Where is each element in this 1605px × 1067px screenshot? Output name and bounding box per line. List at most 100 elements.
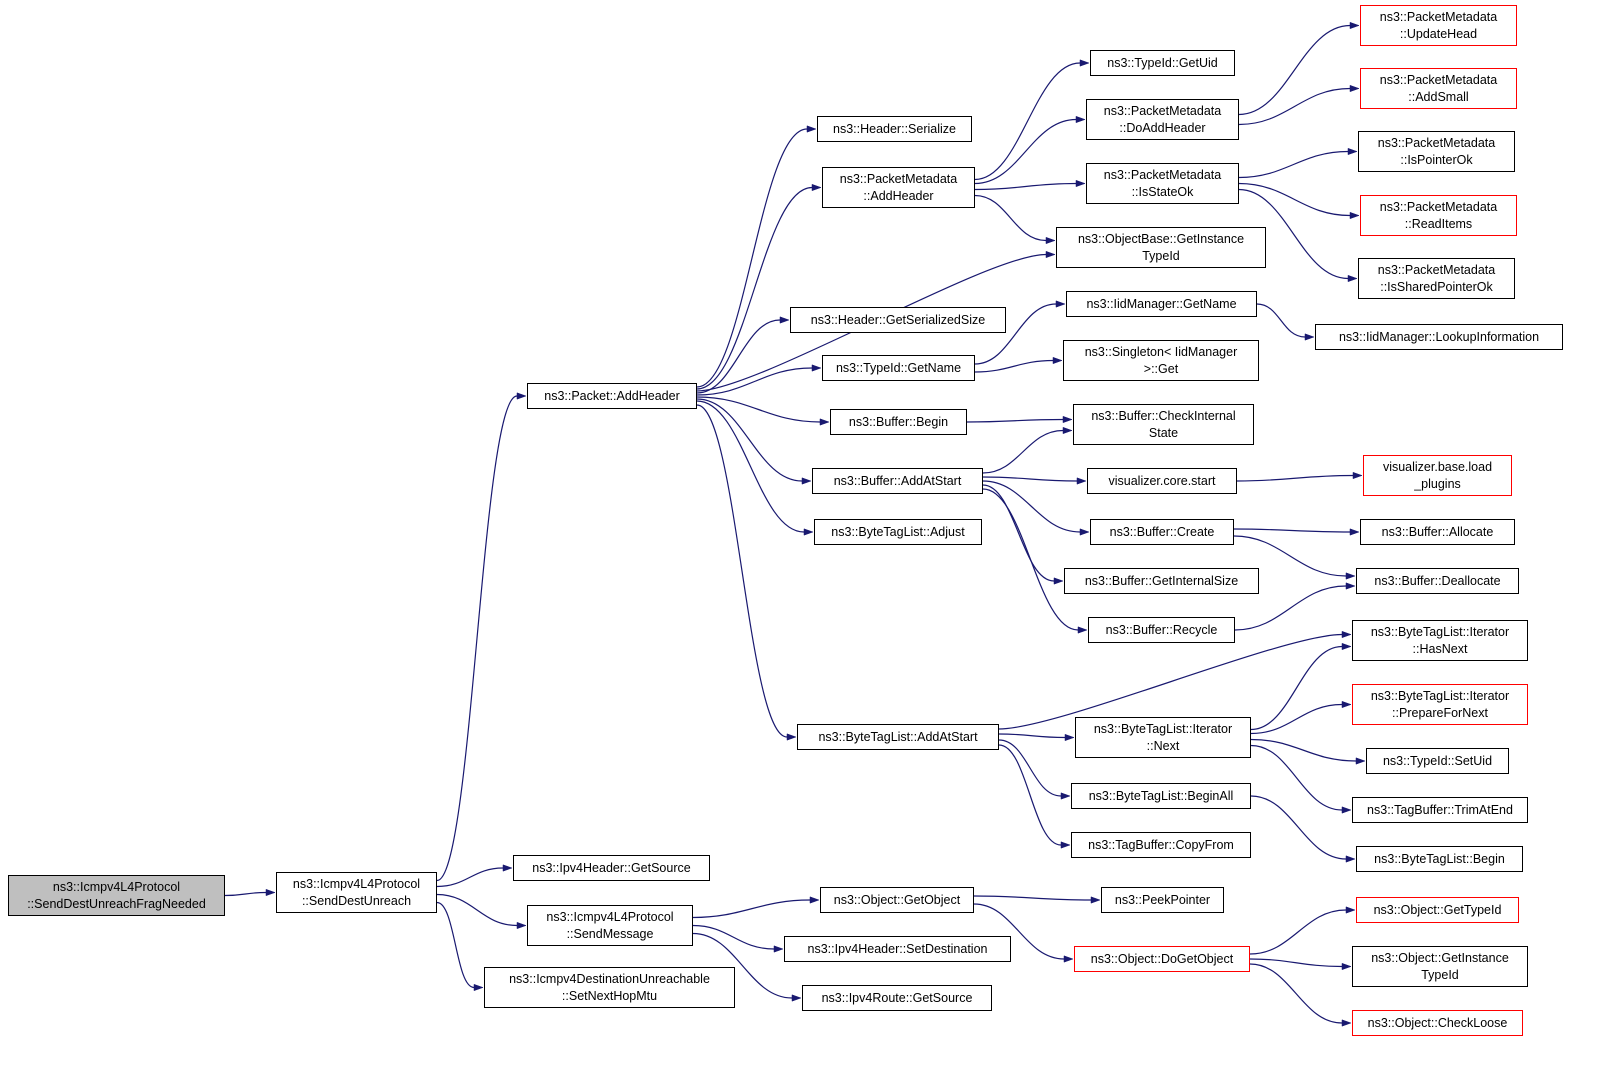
arrowhead-icon [1064,733,1075,742]
graph-node-buffer-create[interactable]: ns3::Buffer::Create [1090,519,1234,545]
arrowhead-icon [1349,84,1360,93]
graph-node-bytetag-begin[interactable]: ns3::ByteTagList::Begin [1356,846,1523,872]
graph-node-ipv4route-get-source[interactable]: ns3::Ipv4Route::GetSource [802,985,992,1011]
edge-buffer-create--buffer-deallocate [1233,535,1347,577]
graph-node-object-do-get-object[interactable]: ns3::Object::DoGetObject [1074,946,1250,972]
graph-node-label: ns3::Buffer::GetInternalSize [1084,573,1239,588]
arrowhead-icon [786,733,797,741]
graph-node-viz-load-plugins[interactable]: visualizer.base.load _plugins [1363,455,1512,496]
graph-node-header-get-serialized-size[interactable]: ns3::Header::GetSerializedSize [790,307,1006,333]
graph-node-object-get-instance-typeid[interactable]: ns3::Object::GetInstance TypeId [1352,946,1528,987]
graph-node-label: ns3::Header::Serialize [833,121,956,136]
edge-bytetag-add-at-start--tagbuffer-copy-from [998,744,1062,846]
graph-node-set-next-hop-mtu[interactable]: ns3::Icmpv4DestinationUnreachable ::SetN… [484,967,735,1008]
edge-pm-add-header--typeid-get-uid [974,62,1081,181]
graph-node-object-get-typeid[interactable]: ns3::Object::GetTypeId [1356,897,1519,923]
arrowhead-icon [1341,630,1352,639]
arrowhead-icon [502,864,513,872]
graph-node-ipv4header-set-destination[interactable]: ns3::Ipv4Header::SetDestination [784,936,1011,962]
graph-node-viz-core-start[interactable]: visualizer.core.start [1087,468,1237,494]
graph-node-label: ns3::Ipv4Header::SetDestination [807,941,988,956]
graph-node-label: ns3::ByteTagList::Iterator ::HasNext [1370,625,1510,656]
graph-node-pm-do-add-header[interactable]: ns3::PacketMetadata ::DoAddHeader [1086,99,1239,140]
graph-node-label: ns3::PacketMetadata ::UpdateHead [1379,10,1498,41]
graph-node-object-get-object[interactable]: ns3::Object::GetObject [820,887,974,913]
edge-frag-needed--send-dest-unreach [224,891,267,897]
graph-node-label: ns3::Icmpv4DestinationUnreachable ::SetN… [509,972,710,1003]
arrowhead-icon [1345,582,1356,590]
graph-node-iter-has-next[interactable]: ns3::ByteTagList::Iterator ::HasNext [1352,620,1528,661]
graph-node-singleton-get[interactable]: ns3::Singleton< IidManager >::Get [1063,340,1259,381]
graph-node-pm-update-head[interactable]: ns3::PacketMetadata ::UpdateHead [1360,5,1517,46]
graph-node-typeid-get-name[interactable]: ns3::TypeId::GetName [822,355,975,381]
graph-node-ipv4header-get-source[interactable]: ns3::Ipv4Header::GetSource [513,855,710,881]
graph-node-pm-is-shared-pointer-ok[interactable]: ns3::PacketMetadata ::IsSharedPointerOk [1358,258,1515,299]
graph-node-send-message[interactable]: ns3::Icmpv4L4Protocol ::SendMessage [527,905,693,946]
graph-node-label: ns3::TagBuffer::CopyFrom [1088,837,1234,852]
edge-bytetag-add-at-start--iter-next [998,733,1066,739]
graph-node-tagbuffer-trim-at-end[interactable]: ns3::TagBuffer::TrimAtEnd [1352,797,1528,823]
graph-node-object-check-loose[interactable]: ns3::Object::CheckLoose [1352,1010,1523,1036]
graph-node-typeid-get-uid[interactable]: ns3::TypeId::GetUid [1090,50,1235,76]
graph-node-packet-add-header[interactable]: ns3::Packet::AddHeader [527,383,697,409]
graph-node-label: ns3::PacketMetadata ::AddSmall [1379,73,1498,104]
edge-buffer-add-at-start--buffer-check-internal-state [982,429,1064,474]
arrowhead-icon [1060,792,1071,800]
graph-node-buffer-recycle[interactable]: ns3::Buffer::Recycle [1088,617,1235,643]
edge-iter-next--iter-has-next [1250,645,1343,731]
edge-object-do-get-object--object-check-loose [1249,963,1343,1024]
graph-node-buffer-allocate[interactable]: ns3::Buffer::Allocate [1360,519,1515,545]
graph-node-send-dest-unreach[interactable]: ns3::Icmpv4L4Protocol ::SendDestUnreach [276,872,437,913]
edge-pm-add-header--pm-do-add-header [974,118,1077,185]
edge-typeid-get-name--singleton-get [974,359,1054,373]
graph-node-label: ns3::Buffer::Recycle [1105,622,1218,637]
graph-node-iid-lookup-information[interactable]: ns3::IidManager::LookupInformation [1315,324,1563,350]
graph-node-label: ns3::Object::DoGetObject [1090,951,1234,966]
edge-packet-add-header--buffer-add-at-start [696,398,803,482]
arrowhead-icon [1341,700,1352,709]
arrowhead-icon [1090,896,1101,904]
graph-node-tagbuffer-copy-from[interactable]: ns3::TagBuffer::CopyFrom [1071,832,1251,858]
graph-node-pm-is-state-ok[interactable]: ns3::PacketMetadata ::IsStateOk [1086,163,1239,204]
edge-pm-is-state-ok--pm-read-items [1238,182,1351,217]
arrowhead-icon [1341,1019,1352,1027]
graph-node-iid-get-name[interactable]: ns3::IidManager::GetName [1066,291,1257,317]
graph-node-label: visualizer.base.load _plugins [1382,460,1493,491]
graph-node-pm-add-header[interactable]: ns3::PacketMetadata ::AddHeader [822,167,975,208]
graph-node-peek-pointer[interactable]: ns3::PeekPointer [1101,887,1224,913]
graph-node-label: ns3::TypeId::GetUid [1107,55,1218,70]
edge-packet-add-header--pm-add-header [696,186,813,390]
graph-node-bytetag-add-at-start[interactable]: ns3::ByteTagList::AddAtStart [797,724,999,750]
graph-node-typeid-set-uid[interactable]: ns3::TypeId::SetUid [1366,748,1509,774]
graph-node-pm-add-small[interactable]: ns3::PacketMetadata ::AddSmall [1360,68,1517,109]
graph-node-bytetag-adjust[interactable]: ns3::ByteTagList::Adjust [814,519,982,545]
edge-bytetag-add-at-start--iter-has-next [998,633,1343,730]
graph-node-pm-read-items[interactable]: ns3::PacketMetadata ::ReadItems [1360,195,1517,236]
graph-node-iter-next[interactable]: ns3::ByteTagList::Iterator ::Next [1075,717,1251,758]
graph-node-bytetag-begin-all[interactable]: ns3::ByteTagList::BeginAll [1071,783,1251,809]
graph-node-label: ns3::Object::GetTypeId [1373,902,1502,917]
graph-node-buffer-deallocate[interactable]: ns3::Buffer::Deallocate [1356,568,1519,594]
edge-pm-is-state-ok--pm-is-pointer-ok [1238,150,1349,179]
graph-node-label: ns3::Object::CheckLoose [1367,1015,1508,1030]
edge-bytetag-add-at-start--bytetag-begin-all [998,739,1062,797]
graph-node-label: ns3::ObjectBase::GetInstance TypeId [1077,232,1245,263]
edge-object-do-get-object--object-get-instance-typeid [1249,958,1343,968]
edge-buffer-add-at-start--buffer-create [982,480,1081,533]
graph-node-buffer-begin[interactable]: ns3::Buffer::Begin [830,409,967,435]
edge-pm-do-add-header--pm-add-small [1238,87,1351,126]
graph-node-buffer-add-at-start[interactable]: ns3::Buffer::AddAtStart [812,468,983,494]
graph-node-buffer-check-internal-state[interactable]: ns3::Buffer::CheckInternal State [1073,404,1254,445]
graph-node-iter-prepare-for-next[interactable]: ns3::ByteTagList::Iterator ::PrepareForN… [1352,684,1528,725]
graph-node-objectbase-get-instance-typeid[interactable]: ns3::ObjectBase::GetInstance TypeId [1056,227,1266,268]
arrowhead-icon [1347,274,1358,283]
graph-node-pm-is-pointer-ok[interactable]: ns3::PacketMetadata ::IsPointerOk [1358,131,1515,172]
graph-node-label: ns3::Ipv4Route::GetSource [821,990,973,1005]
arrowhead-icon [1345,855,1356,863]
edge-typeid-get-name--iid-get-name [974,303,1057,365]
graph-node-label: ns3::ByteTagList::Iterator ::PrepareForN… [1370,689,1510,720]
graph-node-header-serialize[interactable]: ns3::Header::Serialize [817,116,972,142]
edge-send-dest-unreach--set-next-hop-mtu [436,901,475,989]
graph-node-buffer-get-internal-size[interactable]: ns3::Buffer::GetInternalSize [1064,568,1259,594]
